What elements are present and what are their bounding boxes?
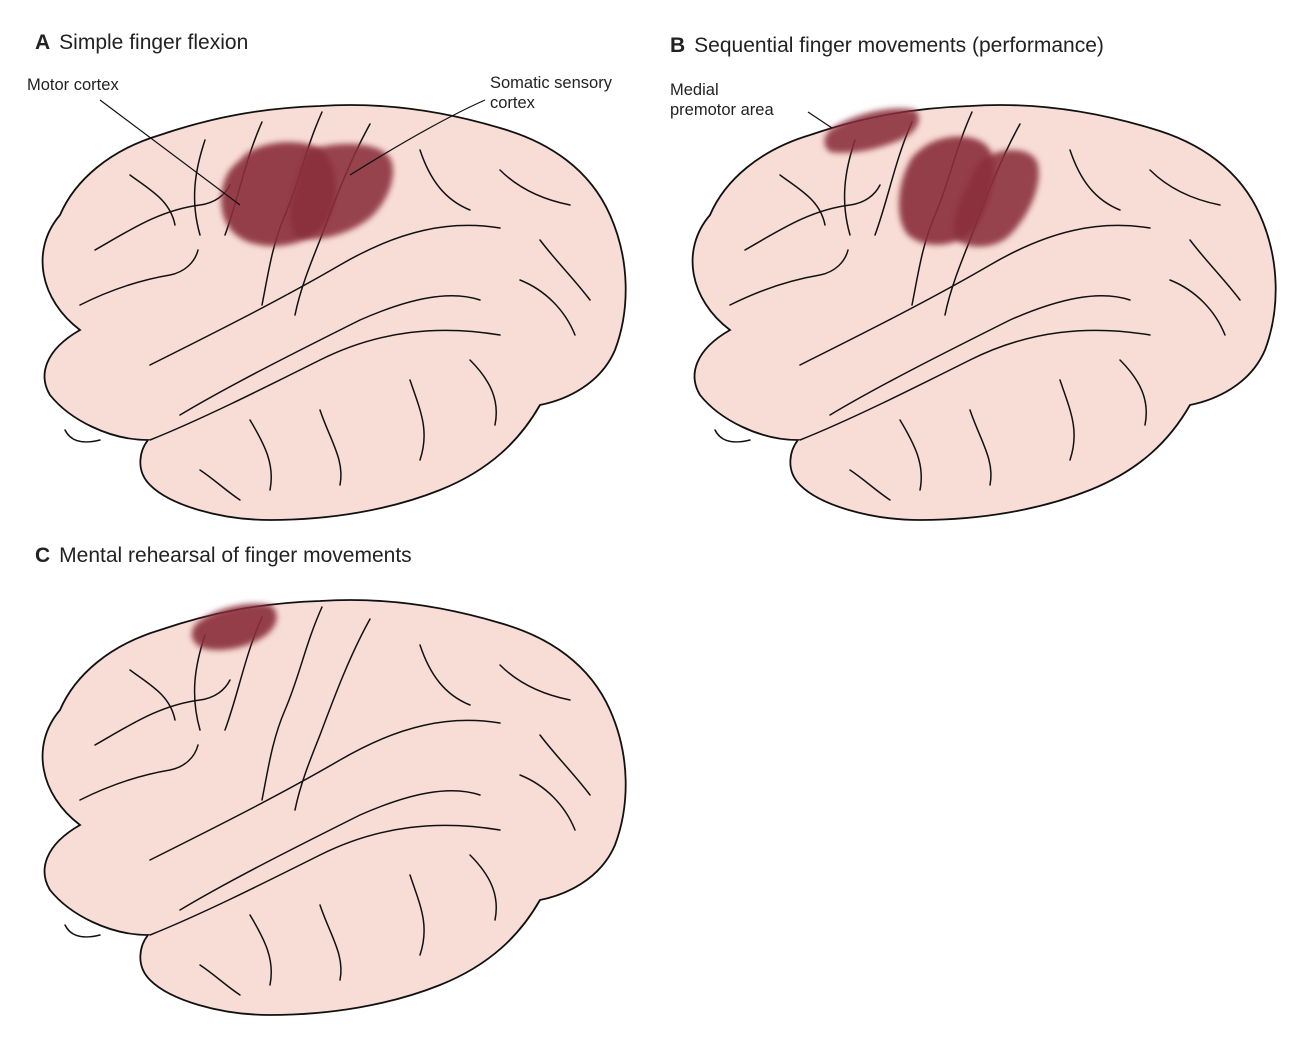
somatic-sensory-label-line2: cortex xyxy=(490,94,535,112)
brain-b xyxy=(691,104,1277,521)
motor-cortex-label: Motor cortex xyxy=(27,75,119,95)
panel-b-title-text: Sequential finger movements (performance… xyxy=(694,34,1104,57)
panel-b-letter: B xyxy=(670,34,686,57)
medial-premotor-label-line1: Medial xyxy=(670,81,719,99)
motor-cortex-leader xyxy=(99,99,241,206)
medial-premotor-label: Medial premotor area xyxy=(670,80,774,120)
panel-a-title-text: Simple finger flexion xyxy=(59,31,249,54)
panel-b-title: B Sequential finger movements (performanc… xyxy=(670,34,1104,58)
somatic-sensory-label: Somatic sensory cortex xyxy=(490,73,612,113)
somatic-sensory-leader xyxy=(349,99,486,176)
panel-a-letter: A xyxy=(35,31,51,54)
activation-medial-premotor-area xyxy=(824,108,919,153)
activation-somatic-sensory-cortex xyxy=(290,143,394,240)
panel-c-letter: C xyxy=(35,544,51,567)
medial-premotor-leader xyxy=(807,111,833,129)
panel-c-title-text: Mental rehearsal of finger movements xyxy=(59,544,412,567)
activation-somatic-sensory-cortex xyxy=(953,149,1039,247)
panel-c-title: C Mental rehearsal of finger movements xyxy=(35,544,412,568)
motor-cortex-label-text: Motor cortex xyxy=(27,76,119,94)
panel-a-title: A Simple finger flexion xyxy=(35,31,248,55)
medial-premotor-label-line2: premotor area xyxy=(670,101,774,119)
brain-a xyxy=(41,99,627,521)
brain-c xyxy=(41,599,627,1016)
activation-medial-premotor-area xyxy=(191,603,277,651)
somatic-sensory-label-line1: Somatic sensory xyxy=(490,74,612,92)
